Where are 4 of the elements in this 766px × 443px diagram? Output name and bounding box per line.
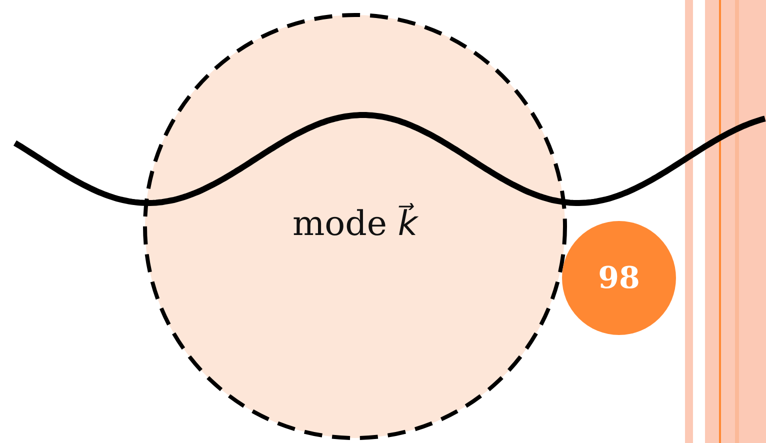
slide-number-badge <box>562 221 676 335</box>
dashed-circle <box>143 13 567 440</box>
mode-label: mode k⃗ <box>292 204 418 244</box>
slide-number: 98 <box>598 260 640 296</box>
